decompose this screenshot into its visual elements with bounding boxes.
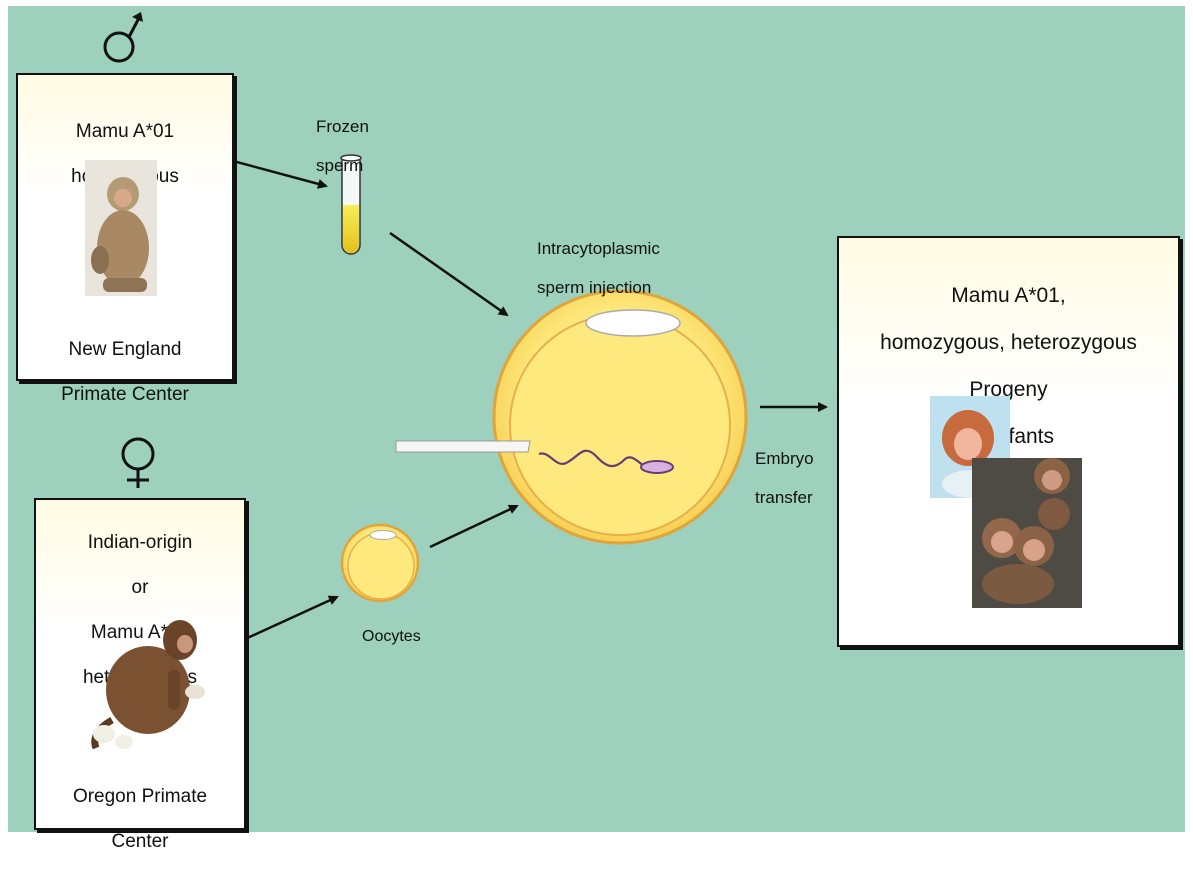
oocyte-injection-icon	[395, 289, 748, 545]
male-donor-line-1: Mamu A*01	[75, 121, 175, 143]
progeny-box: Mamu A*01, homozygous, heterozygous Prog…	[837, 236, 1180, 647]
oocyte-icon	[340, 523, 420, 603]
diagram-graphics	[103, 12, 828, 642]
frozen-sperm-label: Frozen sperm	[316, 97, 369, 195]
arrow-sperm-to-icsi	[389, 231, 509, 317]
male-symbol-icon	[103, 12, 143, 63]
female-center-line-1: Oregon Primate	[72, 786, 208, 808]
arrow-male-to-sperm	[221, 156, 328, 189]
male-donor-box: Mamu A*01 homozygous New England Primate…	[16, 73, 234, 405]
icsi-label: Intracytoplasmic sperm injection	[537, 219, 660, 317]
oocytes-label: Oocytes	[362, 628, 421, 645]
frozen-sperm-line-2: sperm	[316, 155, 364, 175]
infant-macaques-photo-icon	[930, 396, 1082, 608]
progeny-line-2: homozygous, heterozygous	[880, 330, 1137, 354]
embryo-transfer-line-1: Embryo	[755, 448, 814, 468]
female-donor-box: Indian-origin or Mamu A*01 heterozygous …	[34, 498, 246, 852]
progeny-line-1: Mamu A*01,	[951, 283, 1066, 307]
female-center-line-2: Center	[111, 831, 169, 853]
rhesus-macaque-photo-icon	[85, 160, 157, 296]
test-tube-icon	[340, 154, 362, 255]
progeny-line-3: Progeny	[969, 377, 1048, 401]
female-donor-line-1: Indian-origin	[87, 532, 193, 554]
female-donor-center: Oregon Primate Center	[36, 764, 244, 876]
embryo-transfer-line-2: transfer	[755, 487, 813, 507]
icsi-line-2: sperm injection	[537, 277, 652, 297]
embryo-transfer-label: Embryo transfer	[755, 429, 814, 527]
frozen-sperm-line-1: Frozen	[316, 116, 369, 136]
icsi-line-1: Intracytoplasmic	[537, 238, 660, 258]
male-donor-center: New England Primate Center	[18, 317, 232, 429]
arrow-female-to-oocyte	[242, 595, 339, 642]
female-donor-line-2: or	[131, 577, 149, 599]
arrow-oocyte-to-icsi	[429, 504, 519, 549]
male-center-line-1: New England	[68, 339, 182, 361]
macaque-photo-icon	[91, 620, 205, 750]
female-symbol-icon	[121, 437, 155, 488]
diagram-canvas: Mamu A*01 homozygous New England Primate…	[8, 6, 1185, 852]
male-center-line-2: Primate Center	[61, 384, 189, 406]
